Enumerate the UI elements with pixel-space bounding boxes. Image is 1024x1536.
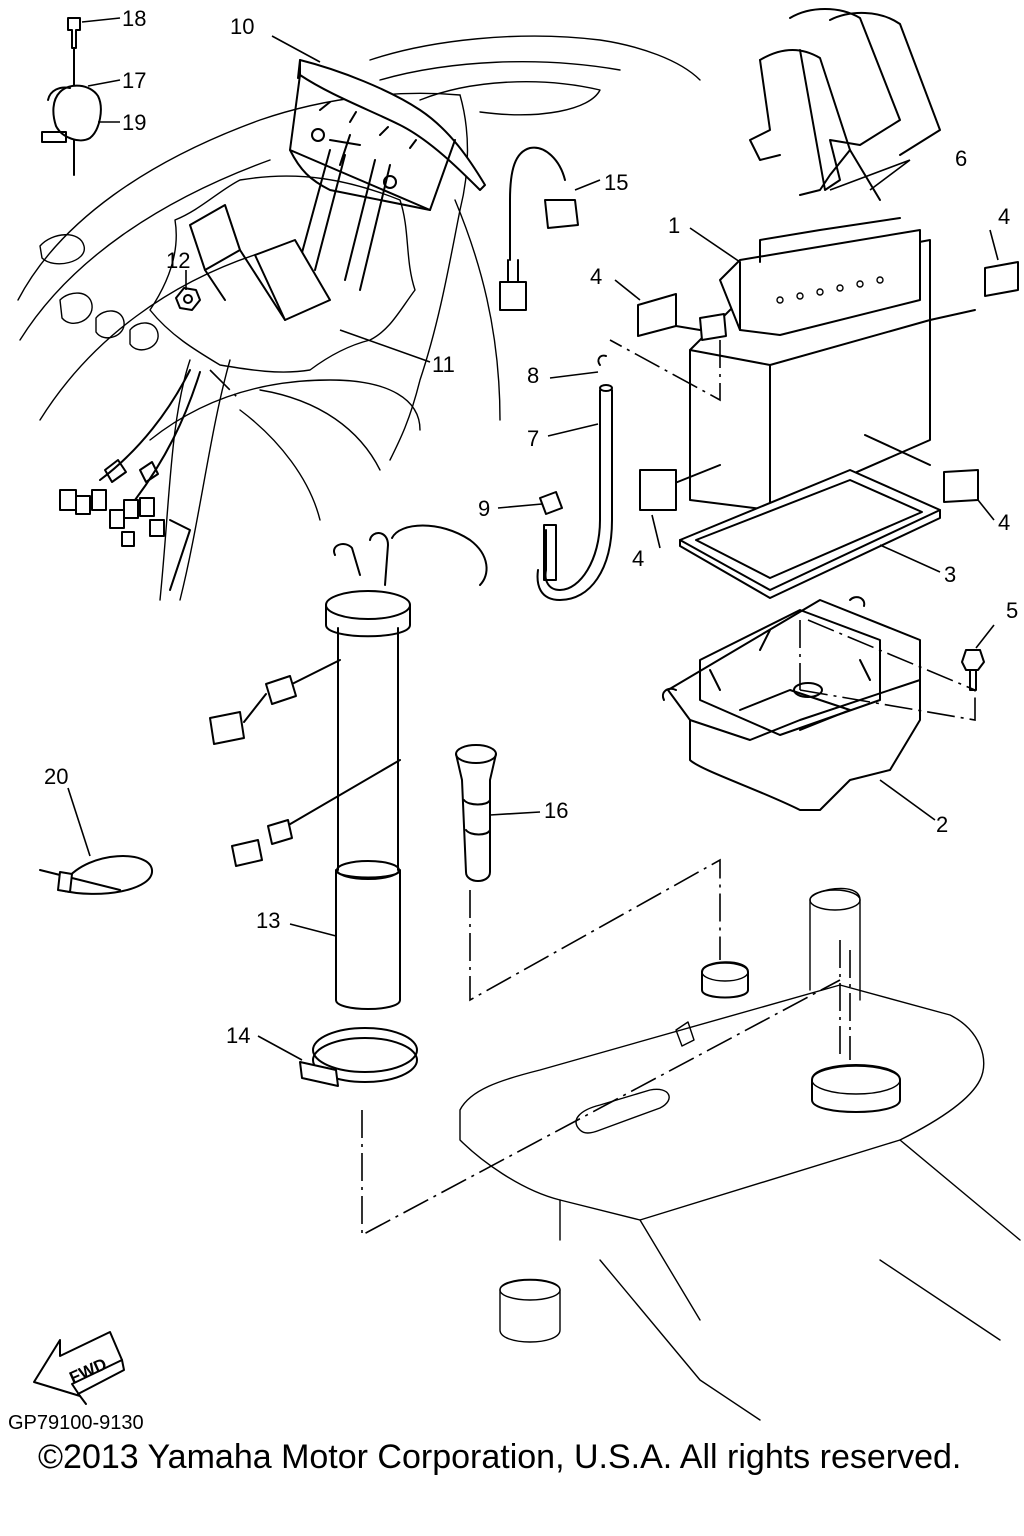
- fuel-sender-unit: [209, 524, 497, 1010]
- callout-12: 12: [166, 248, 190, 273]
- callout-3: 3: [944, 562, 956, 587]
- callout-16: 16: [544, 798, 568, 823]
- callout-19: 19: [122, 110, 146, 135]
- alignment-lines: [209, 339, 976, 1237]
- copyright-notice: ©2013 Yamaha Motor Corporation, U.S.A. A…: [38, 1438, 962, 1476]
- hose-clamp: [299, 1027, 418, 1087]
- callout-2: 2: [936, 812, 948, 837]
- callout-18: 18: [122, 6, 146, 31]
- callout-20: 20: [44, 764, 68, 789]
- callout-14: 14: [226, 1023, 250, 1048]
- callout-8: 8: [527, 363, 539, 388]
- callout-4: 4: [632, 546, 644, 571]
- callout-labels: 1 2 3 4 4 4 4 5 6 7 8 9 10 11 12 13 14 1…: [44, 6, 1018, 1048]
- callout-7: 7: [527, 426, 539, 451]
- callout-15: 15: [604, 170, 628, 195]
- callout-6: 6: [955, 146, 967, 171]
- battery-band-pair: [749, 8, 941, 201]
- clip-assembly: [41, 17, 102, 176]
- callout-4: 4: [998, 510, 1010, 535]
- cable-tie: [39, 855, 154, 895]
- bolt: [961, 649, 985, 691]
- callout-4: 4: [590, 264, 602, 289]
- fuel-tank: [459, 887, 1021, 1421]
- battery-pads: [637, 261, 1019, 511]
- fuse-holder: [499, 146, 579, 311]
- callout-4: 4: [998, 204, 1010, 229]
- callout-17: 17: [122, 68, 146, 93]
- breather-hose: [536, 354, 613, 601]
- callout-9: 9: [478, 496, 490, 521]
- battery-tray: [679, 469, 941, 599]
- leader-lines: [67, 17, 999, 1061]
- forward-arrow-icon: FWD: [33, 1331, 125, 1405]
- callout-5: 5: [1006, 598, 1018, 623]
- figure-code: GP79100-9130: [8, 1412, 144, 1434]
- callout-13: 13: [256, 908, 280, 933]
- callout-11: 11: [432, 352, 455, 377]
- callout-10: 10: [230, 14, 254, 39]
- battery-box: [662, 596, 921, 811]
- hull-interior-view: [17, 35, 701, 601]
- battery: [669, 217, 976, 511]
- callout-1: 1: [668, 213, 680, 238]
